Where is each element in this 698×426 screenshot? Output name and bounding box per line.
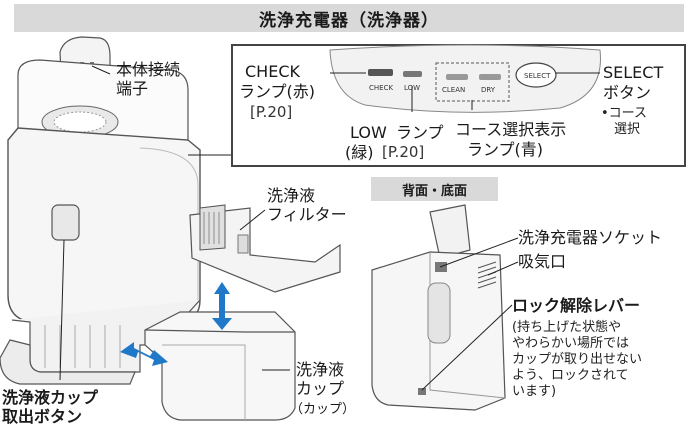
rear-view-illustration — [371, 204, 506, 411]
select-button-text: SELECT — [524, 72, 551, 80]
clean-text: CLEAN — [442, 86, 465, 94]
clean-lamp — [446, 74, 468, 80]
lock-lever-label: ロック解除レバー — [512, 296, 641, 315]
intake-label: 吸気口 — [518, 252, 567, 271]
panel-face: CHECK LOW CLEAN DRY SELECT — [329, 44, 601, 113]
check-button-text: CHECK — [369, 84, 393, 92]
select-sub-label: ボタン — [603, 83, 652, 102]
course-sub-label: ランプ(青) — [467, 140, 544, 159]
check-lamp — [368, 69, 393, 76]
cleaner-body — [0, 36, 201, 385]
page-title: 洗浄充電器（洗浄器） — [14, 4, 684, 32]
check-ref: [P.20] — [250, 103, 293, 121]
cup-label: 洗浄液 カップ — [296, 360, 345, 398]
lock-note: (持ち上げた状態や やわらかい場所では カップが取り出せない よう、ロックされて… — [512, 320, 643, 399]
rear-section-title: 背面・底面 — [371, 177, 498, 201]
low-label: LOW — [350, 123, 387, 142]
dry-lamp — [479, 74, 501, 80]
filter-illustration — [189, 204, 341, 293]
low-ref: [P.20] — [382, 143, 425, 161]
check-sub-label: ランプ(赤) — [239, 82, 316, 101]
low-sub-label: (緑) — [345, 143, 374, 162]
lock-lever-shape — [418, 388, 426, 395]
cup-release-label: 洗浄液カップ 取出ボタン — [2, 388, 99, 426]
horizontal-arrow-icon — [120, 342, 168, 366]
low-lamp — [403, 71, 422, 77]
body-connector-label: 本体接続 端子 — [116, 60, 181, 98]
cup-illustration — [144, 311, 296, 421]
vertical-arrow-icon — [212, 282, 232, 330]
dry-text: DRY — [481, 86, 496, 94]
select-button-shape — [515, 62, 557, 88]
socket-label: 洗浄充電器ソケット — [518, 228, 663, 247]
filter-label: 洗浄液 フィルター — [267, 186, 347, 224]
select-label: SELECT — [603, 63, 664, 82]
course-label: コース選択表示 — [455, 120, 567, 139]
motion-arrows — [120, 282, 232, 366]
cup-release-button — [51, 204, 80, 241]
cup-sub-label: （カップ） — [290, 402, 356, 417]
low-lamp-label: ランプ — [396, 123, 444, 142]
check-label: CHECK — [245, 62, 300, 81]
select-note: •コース 選択 — [601, 106, 648, 137]
